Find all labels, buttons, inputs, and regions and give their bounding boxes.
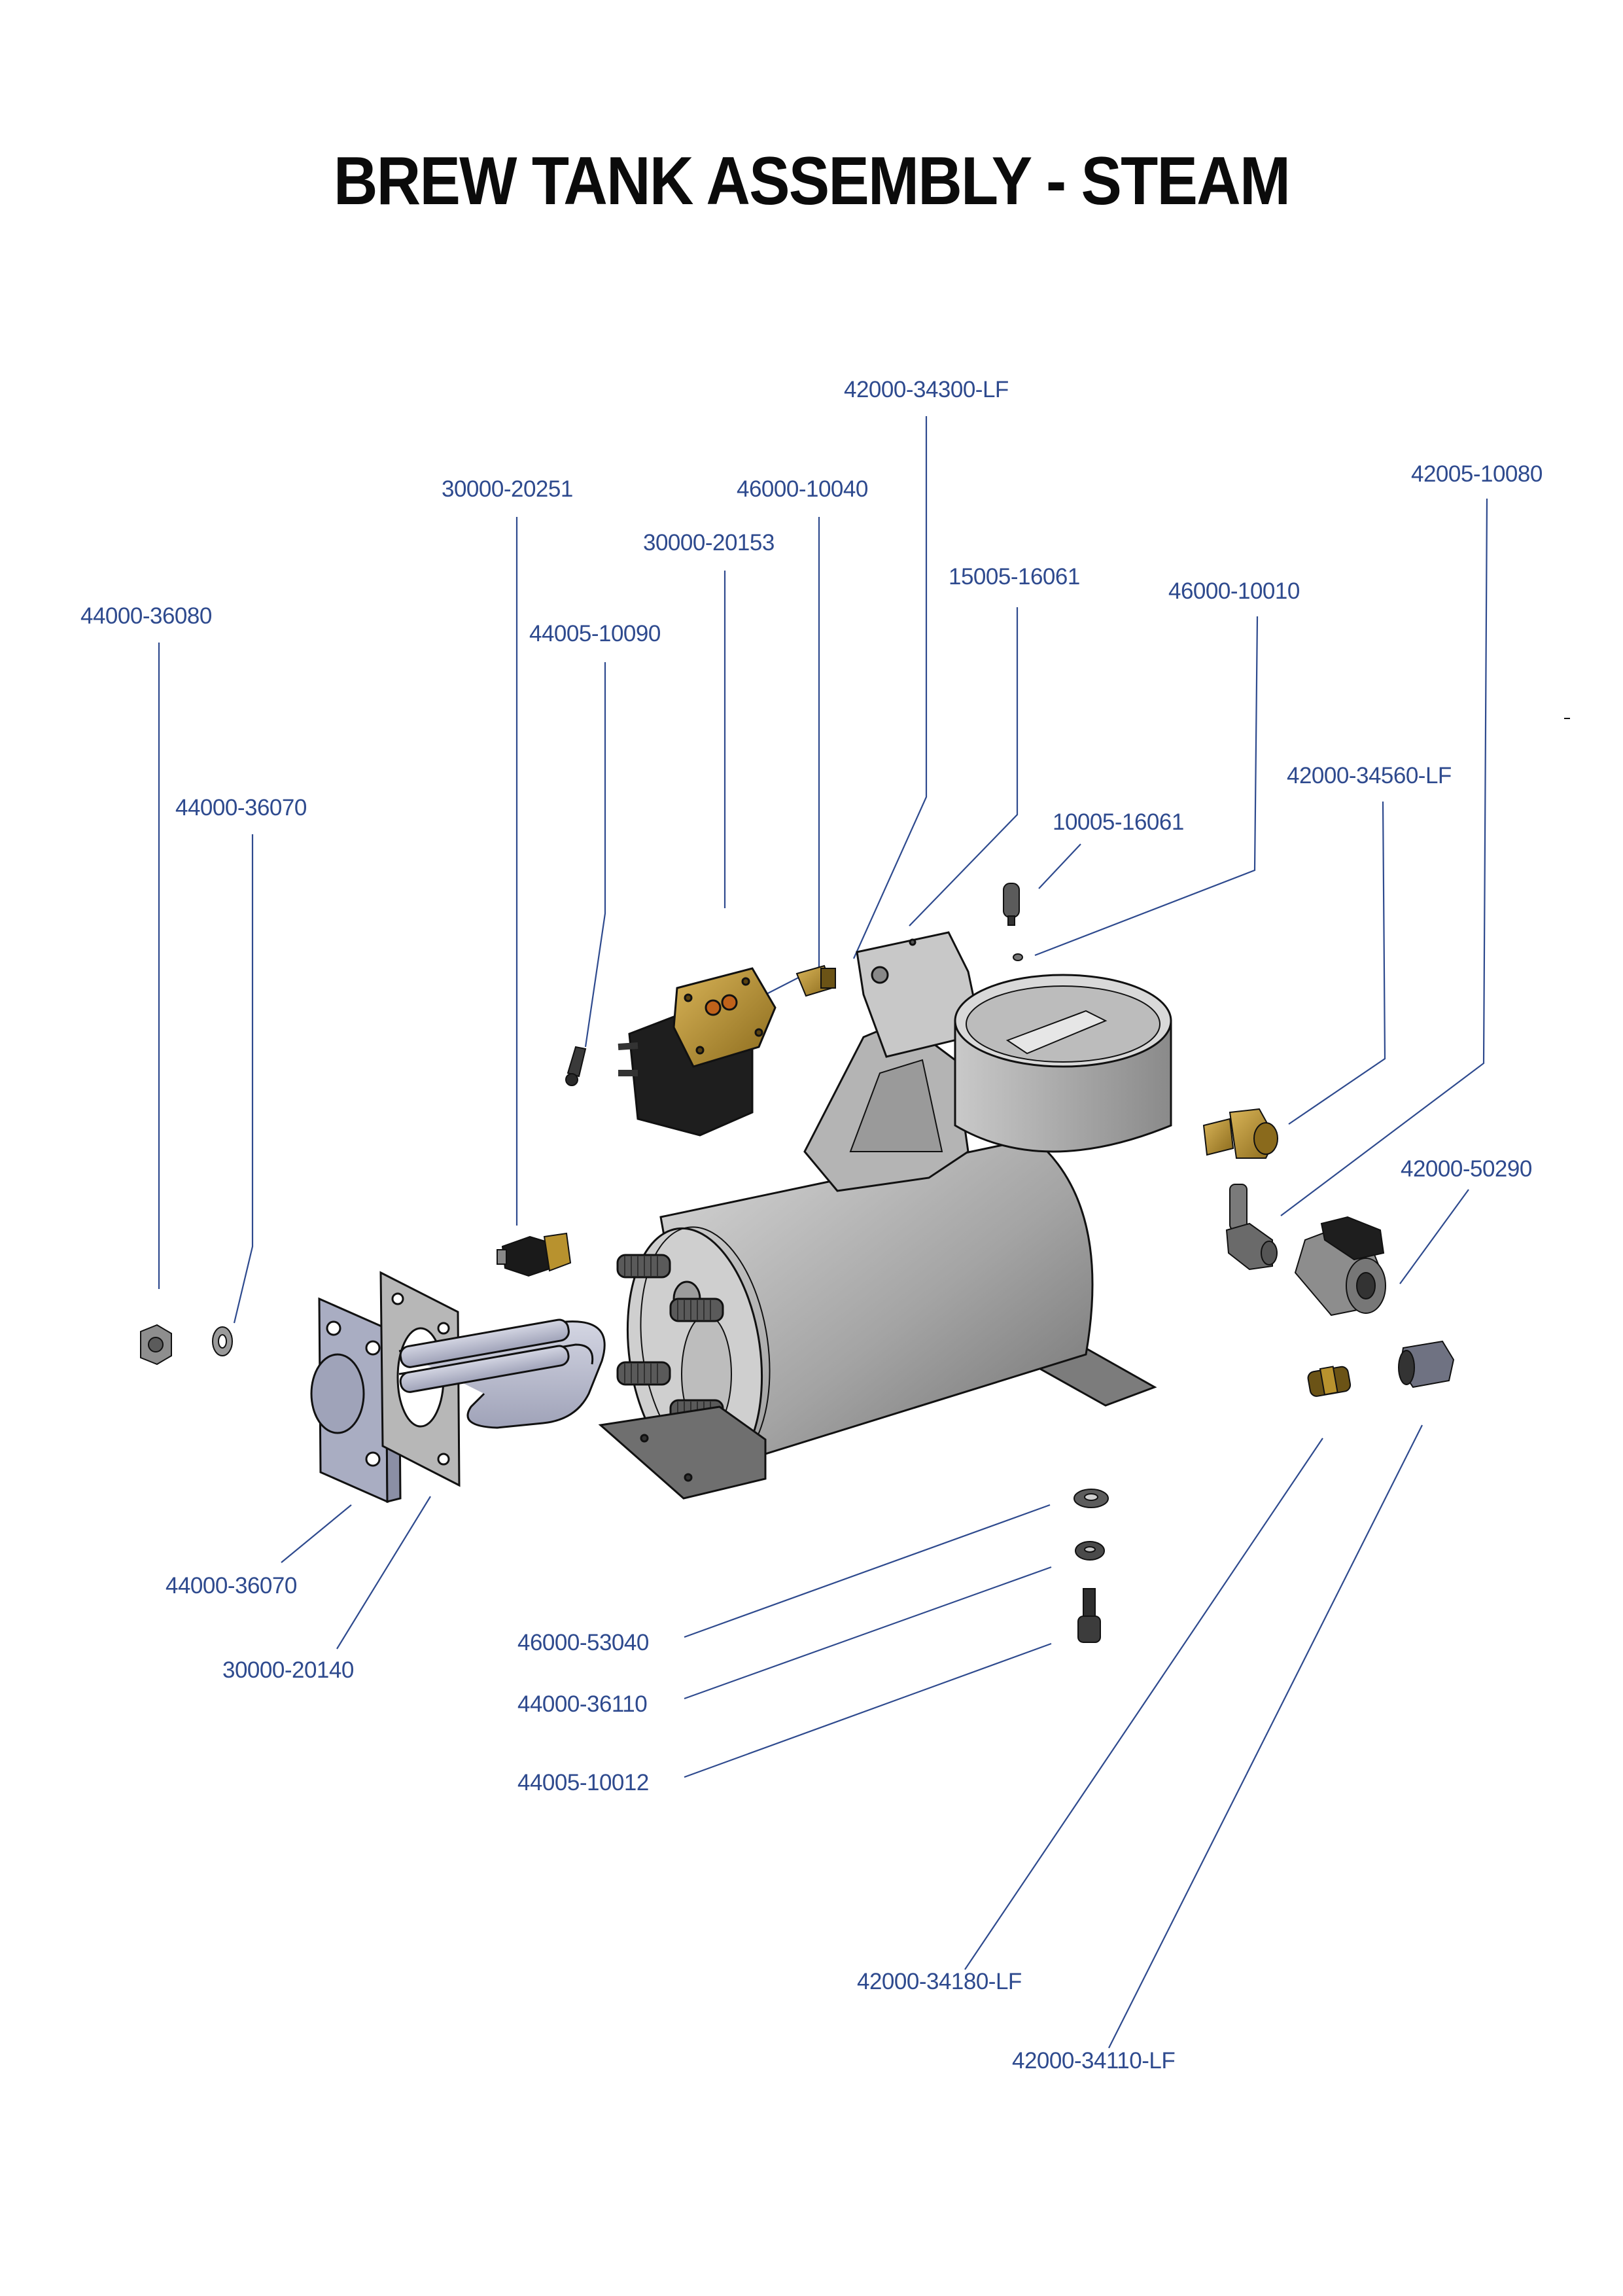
- ball-valve: [1294, 1216, 1386, 1316]
- leader-44005-10012: [684, 1642, 1052, 1778]
- leader-46000-10010: [1034, 616, 1259, 957]
- leader-42000-34110-LF: [1108, 1424, 1423, 2049]
- part-label: 42000-34110-LF: [1012, 2048, 1176, 2074]
- part-label: 30000-20140: [222, 1657, 354, 1683]
- cap-screw: [1077, 1588, 1101, 1643]
- leader-42000-34560-LF: [1288, 801, 1386, 1125]
- part-label: 42000-34300-LF: [844, 377, 1009, 402]
- part-label: 46000-10010: [1168, 578, 1300, 604]
- spring-washer: [1075, 1541, 1105, 1561]
- heating-element: [398, 1318, 606, 1429]
- leader-46000-53040: [684, 1504, 1051, 1638]
- leader-44000-36110: [684, 1566, 1052, 1700]
- cap-nut: [1398, 1340, 1455, 1388]
- solenoid-valve: [618, 967, 777, 1137]
- leader-46000-10040: [765, 517, 820, 995]
- part-label: 44000-36080: [80, 603, 212, 629]
- part-label: 30000-20153: [643, 530, 775, 556]
- part-label: 46000-10040: [737, 476, 868, 502]
- leader-42000-34180-LF: [964, 1438, 1323, 1970]
- leader-42005-10080: [1280, 498, 1488, 1216]
- part-label: 10005-16061: [1053, 809, 1184, 835]
- nut: [140, 1324, 172, 1366]
- part-label: 42000-34560-LF: [1287, 763, 1452, 788]
- heater-flange: [310, 1297, 402, 1504]
- part-label: 46000-53040: [517, 1630, 649, 1655]
- part-label: 42000-50290: [1401, 1156, 1532, 1182]
- hex-nipple: [1307, 1366, 1352, 1397]
- hose-barb-elbow: [1225, 1184, 1278, 1271]
- leader-44000-36070-bottom: [281, 1504, 352, 1563]
- brew-tank: [598, 931, 1172, 1500]
- part-label: 44000-36070: [175, 795, 307, 821]
- part-label: 42000-34180-LF: [857, 1969, 1022, 1994]
- thermostat: [497, 1232, 572, 1277]
- sensor-probe: [1003, 883, 1020, 926]
- leader-42000-50290: [1399, 1189, 1469, 1284]
- small-screw: [565, 1046, 587, 1086]
- leader-30000-20140: [336, 1496, 431, 1650]
- part-label: 15005-16061: [949, 564, 1080, 590]
- brass-plug: [795, 964, 836, 997]
- part-label: 44005-10012: [517, 1770, 649, 1795]
- lock-washer: [212, 1326, 233, 1356]
- leader-44005-10090: [584, 662, 606, 1048]
- leader-44000-36070-top: [233, 834, 254, 1324]
- o-ring: [1013, 953, 1023, 961]
- part-label: 44000-36110: [517, 1691, 648, 1717]
- stray-dash: [1564, 718, 1570, 719]
- leader-10005-16061: [1038, 843, 1081, 889]
- part-label: 44000-36070: [166, 1573, 297, 1598]
- leader-42000-34300-LF: [852, 416, 928, 959]
- elbow-fitting: [1202, 1108, 1278, 1159]
- leader-15005-16061: [909, 607, 1019, 927]
- part-label: 44005-10090: [529, 621, 661, 646]
- part-label: 42005-10080: [1411, 461, 1543, 487]
- part-label: 30000-20251: [442, 476, 573, 502]
- page-title: BREW TANK ASSEMBLY - STEAM: [333, 143, 1291, 219]
- flat-washer: [1073, 1489, 1109, 1508]
